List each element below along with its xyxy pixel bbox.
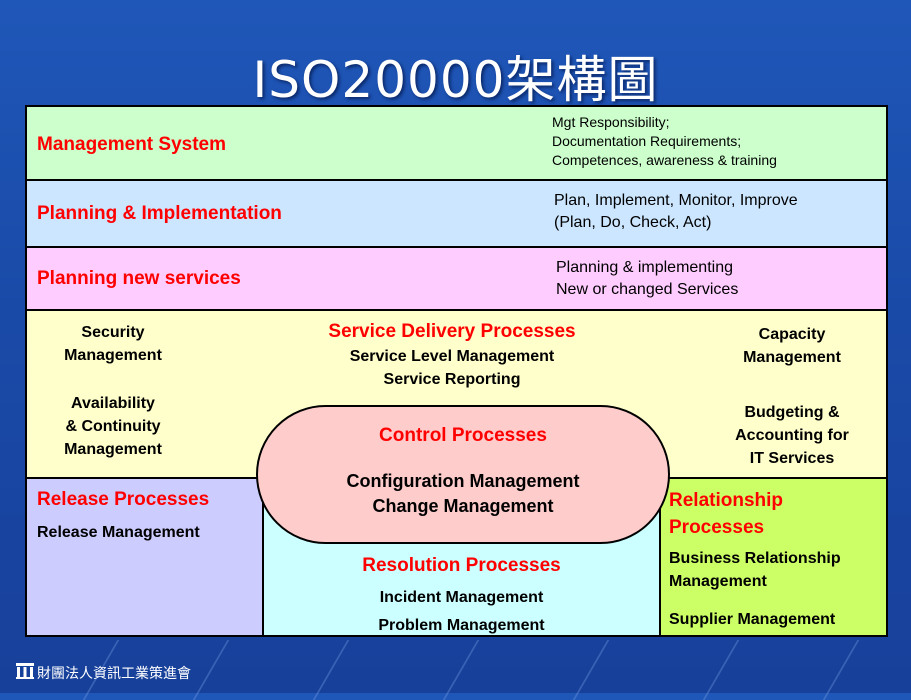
business-relationship-management: Business Relationship Management: [669, 550, 841, 590]
service-delivery-heading: Service Delivery Processes: [328, 321, 576, 342]
availability-continuity-management: Availability & Continuity Management: [64, 395, 162, 458]
relationship-heading: Relationship Processes: [669, 490, 784, 538]
control-processes-shape: Control Processes Configuration Manageme…: [256, 405, 670, 544]
band-desc-planning-new-services: Planning & implementing New or changed S…: [556, 259, 739, 298]
band-desc-planning-implementation: Plan, Implement, Monitor, Improve (Plan,…: [554, 192, 798, 231]
institution-logo-icon: [16, 663, 34, 679]
release-management: Release Management: [37, 524, 200, 541]
service-level-management: Service Level Management: [349, 348, 555, 365]
band-planning-new-services: Planning new services Planning & impleme…: [27, 248, 886, 311]
resolution-content: Resolution Processes Incident Management…: [264, 553, 659, 640]
incident-management: Incident Management: [379, 589, 544, 606]
service-reporting: Service Reporting: [383, 371, 521, 388]
band-planning-implementation: Planning & Implementation Plan, Implemen…: [27, 181, 886, 248]
relationship-processes-box: Relationship Processes Business Relation…: [659, 477, 888, 637]
band-desc-management-system: Mgt Responsibility; Documentation Requir…: [552, 114, 777, 168]
footer-organization: 財團法人資訊工業策進會: [37, 666, 191, 682]
footer: 財團法人資訊工業策進會: [16, 663, 191, 683]
release-processes-box: Release Processes Release Management: [25, 477, 264, 637]
service-delivery-processes: Service Delivery Processes Service Level…: [277, 319, 627, 391]
band-management-system: Management System Mgt Responsibility; Do…: [27, 107, 886, 181]
change-management: Change Management: [372, 496, 554, 516]
iso20000-diagram: Management System Mgt Responsibility; Do…: [25, 105, 888, 637]
capacity-management: Capacity Management: [743, 326, 841, 366]
supplier-management: Supplier Management: [669, 611, 836, 628]
configuration-management: Configuration Management: [346, 471, 580, 491]
resolution-heading: Resolution Processes: [362, 555, 561, 576]
band-label-planning-new-services: Planning new services: [37, 268, 241, 289]
control-heading: Control Processes: [379, 425, 547, 446]
control-content: Control Processes Configuration Manageme…: [258, 423, 668, 519]
release-heading: Release Processes: [37, 489, 210, 510]
security-management: Security Management: [64, 324, 162, 364]
band-label-planning-implementation: Planning & Implementation: [37, 203, 282, 224]
budgeting-accounting: Budgeting & Accounting for IT Services: [735, 404, 849, 467]
slide-title: ISO20000架構圖: [252, 51, 659, 109]
band-label-management-system: Management System: [37, 134, 227, 155]
problem-management: Problem Management: [378, 617, 545, 634]
